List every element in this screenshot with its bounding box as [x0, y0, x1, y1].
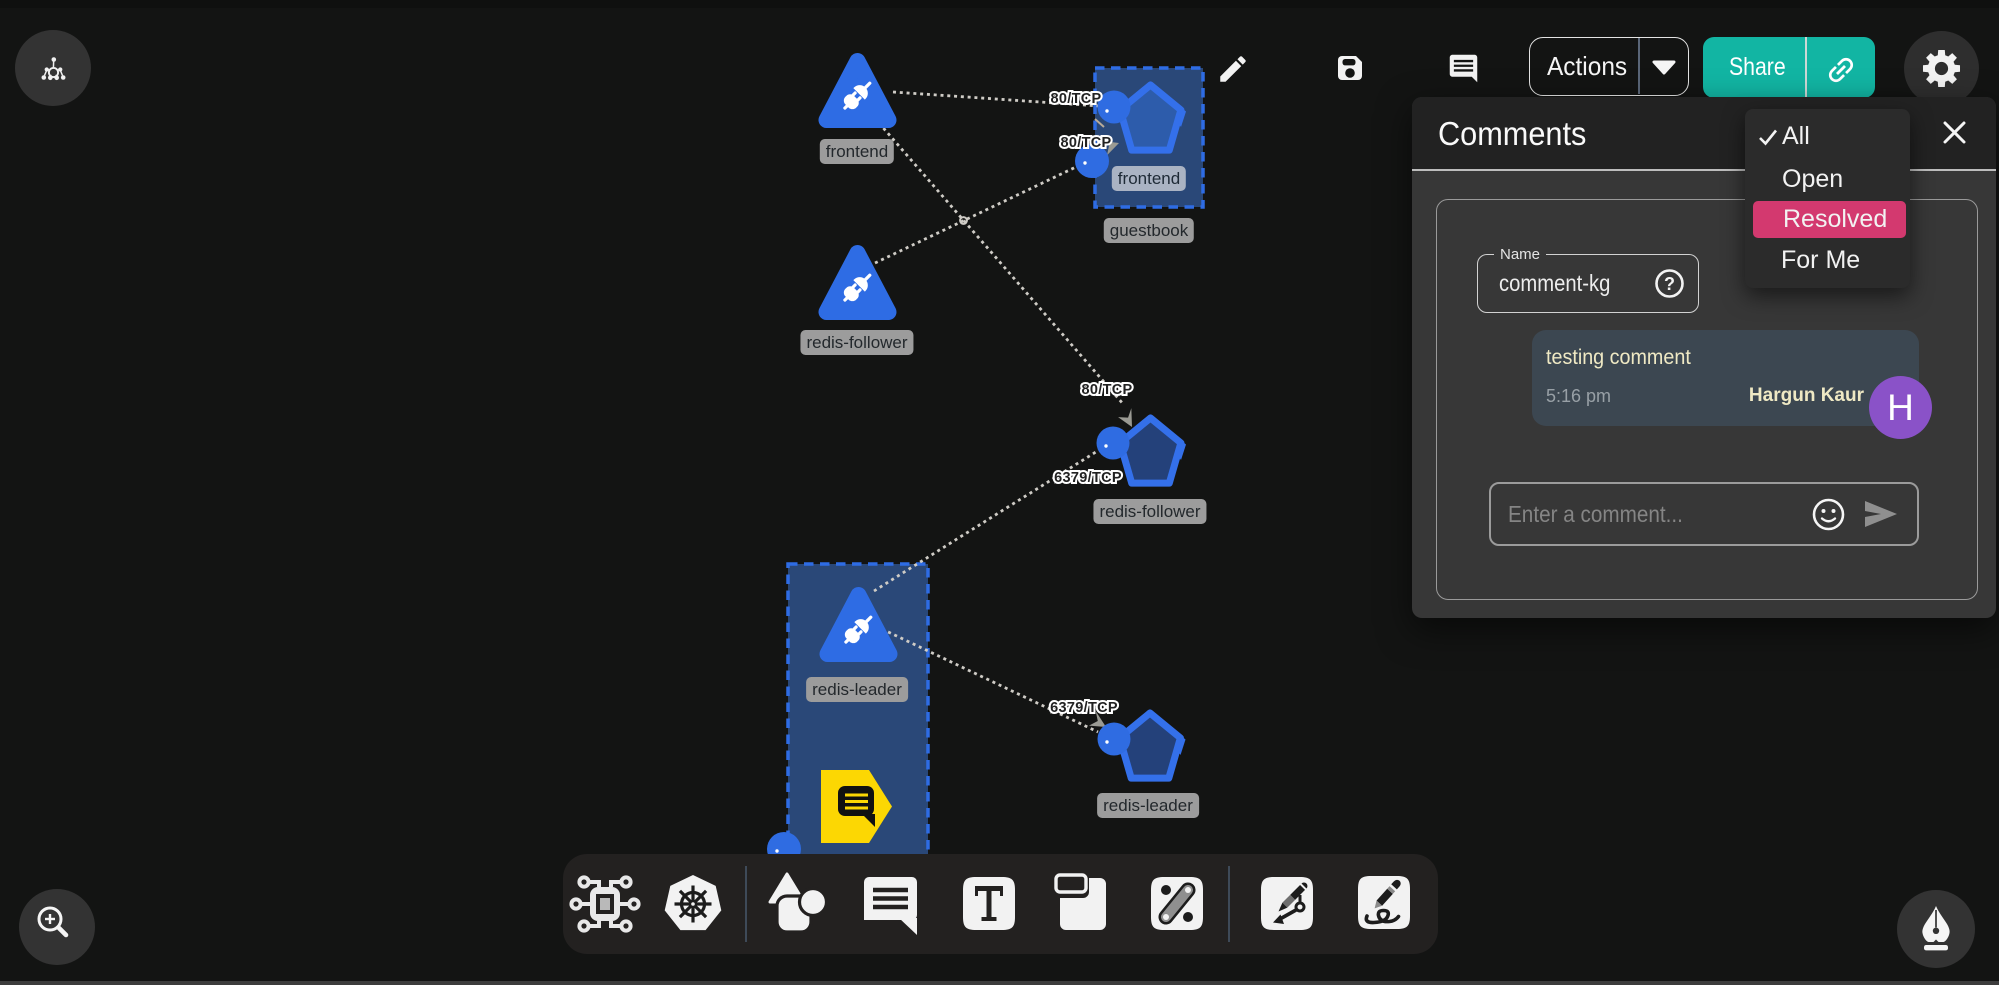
svg-text:6379/TCP: 6379/TCP — [1050, 700, 1118, 716]
svg-text:80/TCP: 80/TCP — [1051, 91, 1102, 107]
svg-text:6379/TCP: 6379/TCP — [1054, 470, 1122, 486]
svg-text:?: ? — [1664, 274, 1675, 294]
svg-text:80/TCP: 80/TCP — [1061, 135, 1112, 151]
svg-text:80/TCP: 80/TCP — [1082, 382, 1133, 398]
